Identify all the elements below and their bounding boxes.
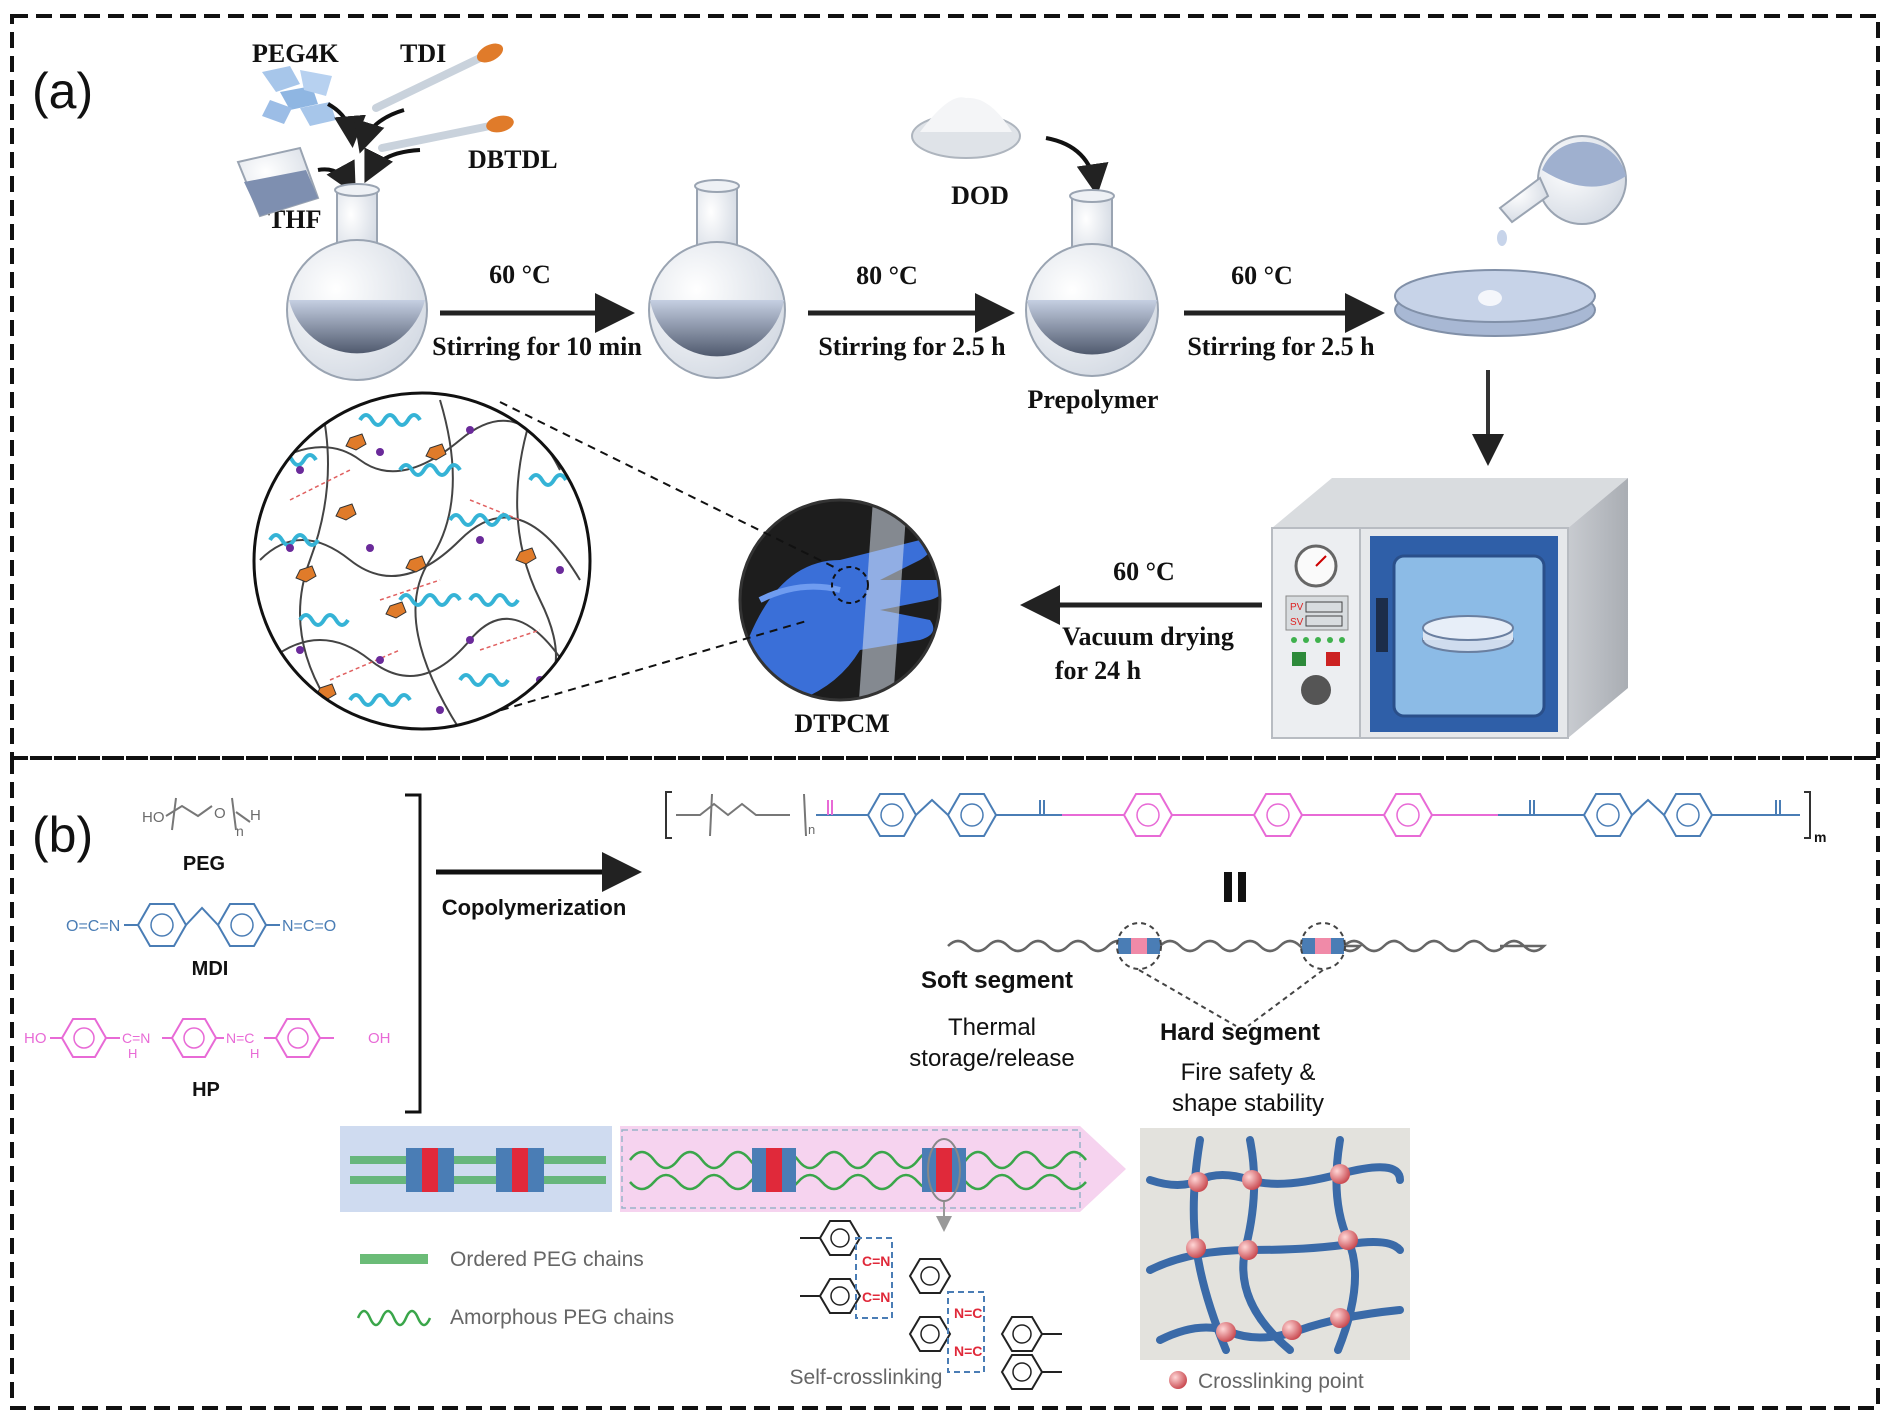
peg-n: n [236, 823, 244, 839]
peg4k-label: PEG4K [252, 39, 339, 68]
zoom-line [473, 619, 811, 719]
hp-oh: OH [368, 1030, 391, 1047]
self-crosslinking-structure: C=N C=N N=C N=C [800, 1220, 1062, 1390]
soft-desc-1: Thermal [948, 1014, 1036, 1041]
oven-pv-label: PV [1290, 602, 1304, 613]
flask-3-icon [1025, 189, 1159, 377]
mdi-label: MDI [192, 958, 229, 980]
drying-line-1: Vacuum drying [1062, 622, 1234, 651]
curved-arrow-icon [326, 102, 366, 148]
dod-label: DOD [951, 181, 1009, 210]
curved-arrow-icon [1045, 136, 1109, 196]
chain-state-schematic [340, 1126, 1126, 1232]
legend-amorphous-label: Amorphous PEG chains [450, 1306, 674, 1329]
panel-a-label: (a) [32, 63, 93, 119]
drying-line-2: for 24 h [1055, 656, 1142, 685]
peg-o: O [214, 805, 226, 822]
step-2-temp: 80 °C [856, 261, 918, 290]
flask-1-icon [286, 183, 428, 381]
hp-cn-1: C=N [122, 1030, 150, 1046]
self-crosslinking-label: Self-crosslinking [790, 1366, 943, 1389]
flask-2-icon [648, 179, 786, 379]
legend-ordered-swatch [360, 1254, 428, 1264]
step-1-temp: 60 °C [489, 260, 551, 289]
segment-chain [947, 922, 1548, 1027]
svg-text:C=N: C=N [862, 1289, 890, 1305]
drying-temp: 60 °C [1113, 557, 1175, 586]
peg-ho: HO [142, 809, 165, 826]
monomer-bracket [405, 793, 422, 1114]
copolymerization-label: Copolymerization [442, 895, 627, 920]
dtpcm-photo [738, 498, 942, 702]
equivalence-mark [1224, 872, 1232, 902]
polymer-structure: n m [665, 791, 1826, 845]
hp-ho: HO [24, 1030, 47, 1047]
svg-text:N=C: N=C [954, 1343, 982, 1359]
hp-label: HP [192, 1079, 220, 1101]
panel-b-frame [10, 756, 1880, 1410]
crosslinking-point-label: Crosslinking point [1198, 1370, 1364, 1393]
step-3-action: Stirring for 2.5 h [1187, 332, 1375, 361]
step-3-temp: 60 °C [1231, 261, 1293, 290]
peg4k-flakes-icon [262, 66, 336, 126]
hard-desc-1: Fire safety & [1181, 1059, 1316, 1086]
mdi-structure: O=C=N N=C=O [66, 903, 336, 947]
oven-sv-label: SV [1290, 617, 1304, 628]
dod-powder-icon [911, 97, 1021, 159]
tdi-pipette-icon [372, 43, 504, 112]
curved-arrow-icon [353, 108, 405, 154]
hp-h-2: H [250, 1046, 259, 1061]
thf-beaker-icon [236, 146, 320, 218]
vacuum-oven-icon: PV SV [1271, 478, 1628, 739]
soft-segment-label: Soft segment [921, 967, 1073, 994]
step-1-action: Stirring for 10 min [432, 332, 642, 361]
dbtdl-pipette-icon [378, 115, 514, 152]
mdi-right-group: N=C=O [282, 918, 336, 935]
peg-label: PEG [183, 853, 225, 875]
petri-dish-icon [1394, 269, 1596, 337]
prepolymer-label: Prepolymer [1028, 385, 1159, 414]
pouring-flask-icon [1497, 135, 1627, 246]
soft-desc-2: storage/release [909, 1045, 1074, 1072]
legend-ordered-label: Ordered PEG chains [450, 1248, 644, 1271]
hard-segment-label: Hard segment [1160, 1019, 1320, 1046]
svg-text:N=C: N=C [954, 1305, 982, 1321]
hp-nc-2: N=C [226, 1030, 254, 1046]
zoom-line [499, 401, 841, 571]
crosslinked-network [1140, 1128, 1410, 1360]
step-2-action: Stirring for 2.5 h [818, 332, 1006, 361]
curved-arrow-icon [364, 147, 421, 184]
svg-text:C=N: C=N [862, 1253, 890, 1269]
molecular-network-magnified [252, 391, 592, 731]
panel-b-label: (b) [32, 807, 93, 863]
peg-h: H [250, 807, 261, 824]
equivalence-mark [1238, 872, 1246, 902]
tdi-label: TDI [400, 39, 446, 68]
crosslinking-point-marker [1169, 1371, 1187, 1389]
hp-h-1: H [128, 1046, 137, 1061]
polymer-n: n [808, 822, 815, 837]
peg-structure: HO O n H [142, 797, 261, 839]
mdi-left-group: O=C=N [66, 918, 120, 935]
hp-structure: HO C=N H N=C H OH [24, 1018, 391, 1061]
panel-a-frame [10, 14, 1880, 760]
polymer-m: m [1814, 829, 1826, 845]
legend-amorphous-swatch [356, 1309, 432, 1327]
dtpcm-label: DTPCM [794, 709, 889, 738]
dbtdl-label: DBTDL [468, 145, 558, 174]
hard-desc-2: shape stability [1172, 1090, 1324, 1117]
